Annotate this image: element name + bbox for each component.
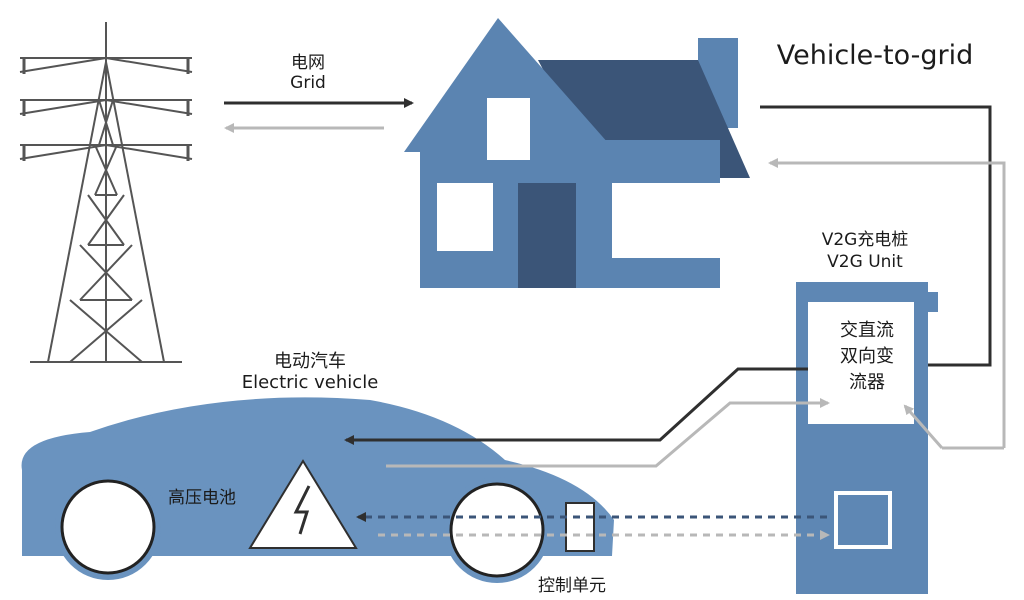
transmission-tower-icon [19,22,193,363]
diagram-title: Vehicle-to-grid [776,40,974,71]
vehicle-label-cn: 电动汽车 [274,351,346,372]
unit-inner-light-arrow [903,404,944,449]
v2g-unit-label-cn: V2G充电桩 [821,230,909,250]
v2g-unit-label-en: V2G Unit [827,252,903,272]
house-icon [404,18,750,288]
battery-label: 高压电池 [168,488,236,508]
grid-label-en: Grid [290,73,326,93]
house-to-unit-line [760,105,992,367]
converter-label-line3: 流器 [849,372,885,393]
converter-label-line1: 交直流 [840,320,894,341]
converter-label-line2: 双向变 [840,346,894,367]
vehicle-label-en: Electric vehicle [241,372,379,393]
unit-to-house-arrow [768,158,1006,448]
v2g-charger-unit [796,282,938,594]
unit-to-car-arrow [344,367,808,445]
car-to-unit-arrow [386,398,830,468]
grid-label-cn: 电网 [291,53,325,73]
electric-car-icon [21,397,615,583]
control-unit-label: 控制单元 [538,576,606,596]
